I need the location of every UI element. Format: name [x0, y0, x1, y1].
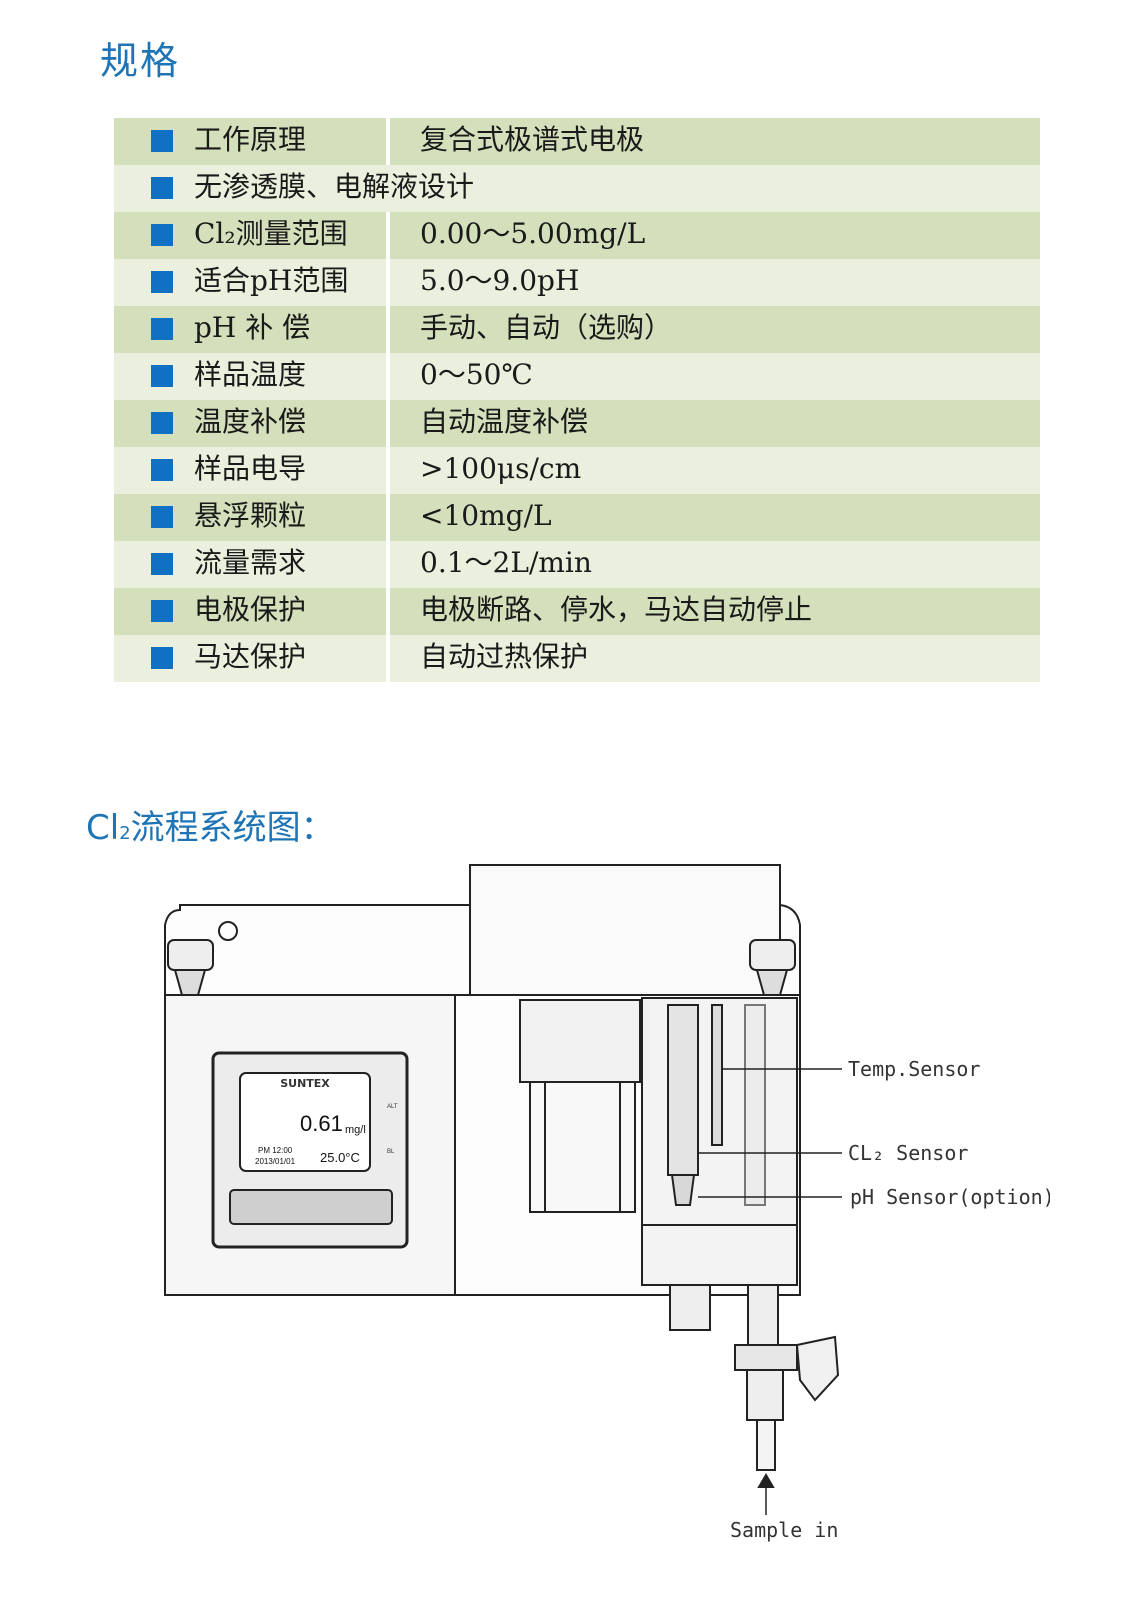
spec-row: 流量需求 0.1～2L/min — [114, 541, 1040, 588]
spec-row: 马达保护 自动过热保护 — [114, 635, 1040, 682]
spec-value: 0.1～2L/min — [420, 546, 592, 579]
spec-value: 手动、自动（选购） — [420, 311, 673, 344]
spec-label-cell: 悬浮颗粒 — [114, 494, 390, 541]
spec-value: 5.0～9.0pH — [420, 264, 580, 297]
inlet-pipe — [746, 1369, 784, 1421]
flow-diagram: SUNTEX 0.61 mg/l PM 12:00 2013/01/01 25.… — [164, 864, 1050, 1542]
spec-label-cell: pH 补 偿 — [114, 306, 390, 353]
square-bullet-icon — [151, 553, 173, 575]
spec-label-cell: 样品温度 — [114, 353, 390, 400]
inlet-valve — [734, 1344, 798, 1371]
square-bullet-icon — [151, 647, 173, 669]
spec-title: 规格 — [100, 39, 181, 83]
controller-temperature: 25.0°C — [320, 1150, 360, 1165]
spec-label: 无渗透膜、电解液设计 — [194, 170, 475, 203]
inlet-nozzle — [756, 1419, 776, 1471]
drain-fitting — [669, 1284, 711, 1331]
temp-sensor-label: Temp.Sensor — [848, 1057, 980, 1081]
screw-hole — [218, 921, 238, 941]
spec-label-cell: Cl₂测量范围 — [114, 212, 390, 259]
spec-row: 样品温度 0～50℃ — [114, 353, 1040, 400]
controller-brand: SUNTEX — [280, 1077, 330, 1090]
spec-label: Cl₂测量范围 — [194, 217, 348, 250]
spec-label: pH 补 偿 — [194, 311, 311, 344]
spec-row: 工作原理 复合式极谱式电极 — [114, 118, 1040, 165]
square-bullet-icon — [151, 177, 173, 199]
sample-arrow-head — [757, 1473, 775, 1488]
cl2-sensor-tip — [670, 1174, 696, 1206]
spec-value: <10mg/L — [420, 499, 552, 532]
cl2-sensor-label: CL₂ Sensor — [848, 1141, 968, 1165]
square-bullet-icon — [151, 506, 173, 528]
spec-row: 悬浮颗粒 <10mg/L — [114, 494, 1040, 541]
spec-row: 温度补偿 自动温度补偿 — [114, 400, 1040, 447]
controller-side-label-bl: BL — [387, 1149, 395, 1155]
controller-unit: mg/l — [345, 1124, 366, 1136]
spec-label-cell: 工作原理 — [114, 118, 390, 165]
spec-label-cell: 流量需求 — [114, 541, 390, 588]
spec-label-cell: 无渗透膜、电解液设计 — [114, 165, 1040, 212]
spec-label-cell: 电极保护 — [114, 588, 390, 635]
spec-value: 自动过热保护 — [420, 640, 589, 673]
spec-label-cell: 温度补偿 — [114, 400, 390, 447]
spec-row: pH 补 偿 手动、自动（选购） — [114, 306, 1040, 353]
knob-left — [167, 939, 214, 971]
diagram-title: Cl2流程系统图： — [86, 800, 335, 849]
spec-label: 马达保护 — [194, 640, 307, 673]
spec-label: 电极保护 — [194, 593, 307, 626]
spec-value: >100μs/cm — [420, 452, 582, 485]
knob-right — [749, 939, 796, 971]
controller-keys — [229, 1189, 393, 1225]
motor-upper — [519, 999, 641, 1083]
diagram-title-main: Cl — [86, 808, 120, 848]
spec-row: Cl₂测量范围 0.00～5.00mg/L — [114, 212, 1040, 259]
spec-label: 温度补偿 — [194, 405, 307, 438]
valve-handle — [795, 1335, 840, 1402]
square-bullet-icon — [151, 365, 173, 387]
spec-label: 悬浮颗粒 — [194, 499, 307, 532]
diagram-title-rest: 流程系统图： — [130, 808, 335, 848]
ph-sensor-label: pH Sensor(option) — [850, 1185, 1050, 1209]
spec-label: 样品温度 — [194, 358, 307, 391]
spec-row: 电极保护 电极断路、停水，马达自动停止 — [114, 588, 1040, 635]
square-bullet-icon — [151, 318, 173, 340]
spec-label: 工作原理 — [194, 123, 307, 156]
ph-sensor-body — [744, 1004, 766, 1206]
spec-label-cell: 马达保护 — [114, 635, 390, 682]
top-box — [469, 864, 781, 996]
square-bullet-icon — [151, 412, 173, 434]
spec-row: 样品电导 >100μs/cm — [114, 447, 1040, 494]
spec-row: 适合pH范围 5.0～9.0pH — [114, 259, 1040, 306]
square-bullet-icon — [151, 271, 173, 293]
inlet-fitting — [747, 1284, 779, 1346]
square-bullet-icon — [151, 130, 173, 152]
motor-lower — [529, 1081, 636, 1213]
spec-value: 自动温度补偿 — [420, 405, 589, 438]
controller-screen — [239, 1072, 371, 1172]
spec-value: 复合式极谱式电极 — [420, 123, 645, 156]
diagram-title-sub: 2 — [119, 823, 131, 844]
spec-label: 适合pH范围 — [194, 264, 349, 297]
sample-in-label: Sample in — [730, 1518, 838, 1542]
temp-sensor-body — [711, 1004, 723, 1146]
controller-time: PM 12:00 — [258, 1146, 293, 1155]
spec-value: 0.00～5.00mg/L — [420, 217, 646, 250]
square-bullet-icon — [151, 459, 173, 481]
cl2-sensor-body — [667, 1004, 699, 1176]
spec-label: 流量需求 — [194, 546, 307, 579]
square-bullet-icon — [151, 224, 173, 246]
controller-side-label-alt: ALT — [387, 1104, 398, 1110]
spec-table: 工作原理 复合式极谱式电极无渗透膜、电解液设计 Cl₂测量范围 0.00～5.00mg… — [114, 118, 1040, 682]
spec-value: 电极断路、停水，马达自动停止 — [420, 593, 813, 626]
spec-label-cell: 适合pH范围 — [114, 259, 390, 306]
spec-label: 样品电导 — [194, 452, 307, 485]
spec-label-cell: 样品电导 — [114, 447, 390, 494]
knob-right-base — [755, 969, 789, 996]
controller-reading: 0.61 — [300, 1111, 343, 1136]
controller-date: 2013/01/01 — [255, 1157, 296, 1166]
spec-row: 无渗透膜、电解液设计 — [114, 165, 1040, 212]
square-bullet-icon — [151, 600, 173, 622]
spec-value: 0～50℃ — [420, 358, 533, 391]
